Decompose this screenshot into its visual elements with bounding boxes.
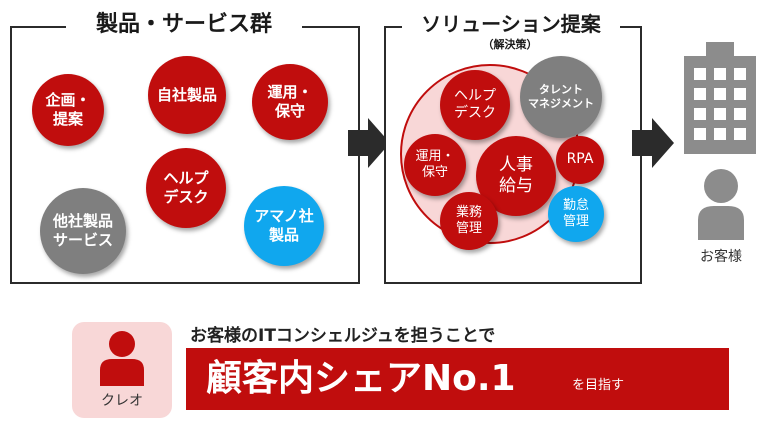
product-planning: 企画・ 提案 xyxy=(32,74,104,146)
arrow-right-icon xyxy=(348,118,390,168)
solution-operations: 運用・ 保守 xyxy=(404,134,466,196)
solution-helpdesk: ヘルプ デスク xyxy=(440,70,510,140)
building-icon xyxy=(684,42,756,154)
solutions-title: ソリューション提案 xyxy=(402,8,620,40)
customer-person-icon xyxy=(698,169,744,240)
customer-label: お客様 xyxy=(700,249,742,265)
mission-lead: お客様のITコンシェルジュを担うことで xyxy=(190,326,496,346)
solution-business-management: 業務 管理 xyxy=(440,192,498,250)
product-third-party: 他社製品 サービス xyxy=(40,188,126,274)
arrow-right-icon xyxy=(632,118,674,168)
mission-banner xyxy=(186,348,729,410)
mission-suffix: を目指す xyxy=(572,378,625,393)
product-operations: 運用・ 保守 xyxy=(252,64,328,140)
company-person-icon xyxy=(100,331,144,386)
product-own-products: 自社製品 xyxy=(148,56,226,134)
products-title: 製品・サービス群 xyxy=(66,8,302,42)
solution-attendance: 勤怠 管理 xyxy=(548,186,604,242)
solution-talent-management: タレント マネジメント xyxy=(520,56,602,138)
solution-payroll: 人事 給与 xyxy=(476,136,556,216)
product-helpdesk: ヘルプ デスク xyxy=(146,148,226,228)
company-label: クレオ xyxy=(101,393,143,409)
solutions-subtitle: （解決策） xyxy=(482,38,538,51)
mission-headline: 顧客内シェアNo.1 xyxy=(206,358,516,399)
solution-rpa: RPA xyxy=(556,136,604,184)
product-amano: アマノ社 製品 xyxy=(244,186,324,266)
